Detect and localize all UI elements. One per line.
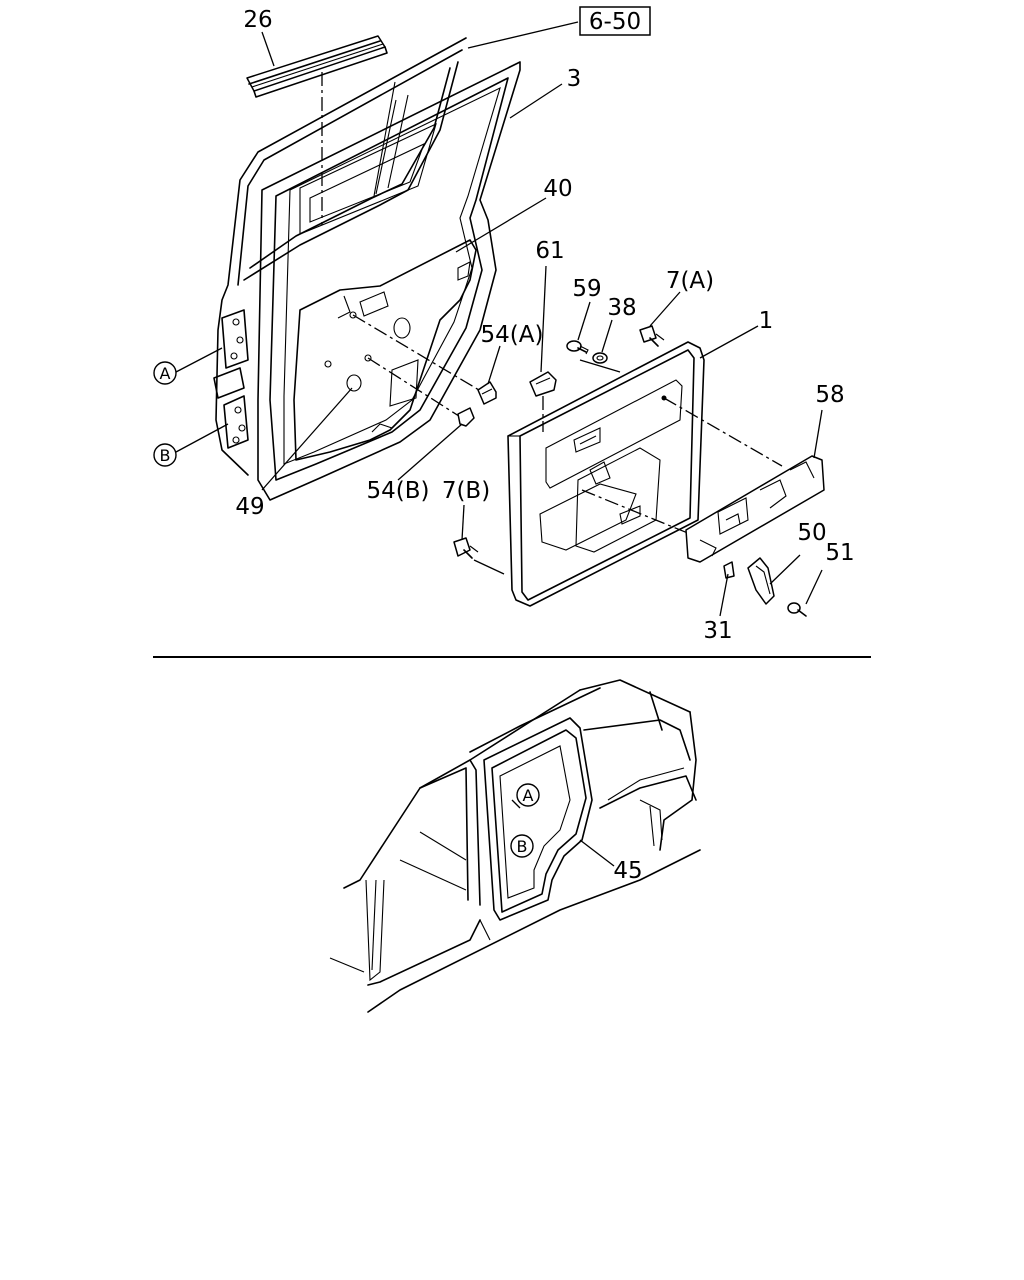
callout-61: 61 [535,238,564,264]
door-outer-frame [215,37,467,476]
callout-1: 1 [759,308,774,334]
callout-51: 51 [825,540,854,566]
weatherstrip-part-26 [246,35,388,98]
circle-marker-b-upper: B [153,443,177,467]
circle-marker-a-upper: A [153,361,177,385]
rear-door-exploded-view [213,35,825,617]
clip-54a-alignment-line [352,314,485,394]
callout-38: 38 [607,295,636,321]
clip-part-61 [529,371,557,397]
upper-leader-lines [175,21,823,617]
svg-text:A: A [160,364,171,383]
trim-lower-alignment-line [581,489,701,539]
callout-49: 49 [235,494,264,520]
door-hinges [213,309,249,449]
svg-text:B: B [160,446,171,465]
screw-part-59 [566,340,589,355]
callout-7b: 7(B) [442,478,490,504]
callout-54a: 54(A) [481,322,544,348]
armrest-part-58 [685,455,825,563]
callout-50: 50 [797,520,826,546]
svg-text:A: A [523,786,534,805]
svg-text:B: B [517,837,528,856]
washer-part-38 [592,352,608,364]
clip-part-7b [453,537,479,559]
clip-part-7a [639,325,665,347]
screw-part-51 [787,602,807,617]
clip-part-54a [477,381,497,405]
lower-leader-lines [511,799,615,867]
reference-box: 6-50 [579,6,651,36]
callout-26: 26 [243,7,272,33]
service-hole-49 [346,374,362,392]
callout-40: 40 [543,176,572,202]
callout-59: 59 [572,276,601,302]
clip-part-54b [457,407,475,427]
inner-panel-part-40 [293,239,477,461]
armrest-alignment-line [663,397,783,467]
callout-45: 45 [613,858,642,884]
callout-54b: 54(B) [367,478,430,504]
callout-7a: 7(A) [666,268,714,294]
vehicle-body-side-view [329,679,701,1013]
callout-58: 58 [815,382,844,408]
clip-part-31 [723,561,735,579]
circle-marker-b-lower: B [510,834,534,858]
callout-3: 3 [567,66,582,92]
clip-54b-alignment-line [367,357,463,419]
reference-box-text: 6-50 [589,9,641,35]
handle-part-50 [747,557,775,605]
upper-callouts: 26 3 40 61 59 38 7(A) 1 54(A) 58 49 54(B… [235,7,854,644]
callout-31: 31 [703,618,732,644]
circle-marker-a-lower: A [516,783,540,807]
